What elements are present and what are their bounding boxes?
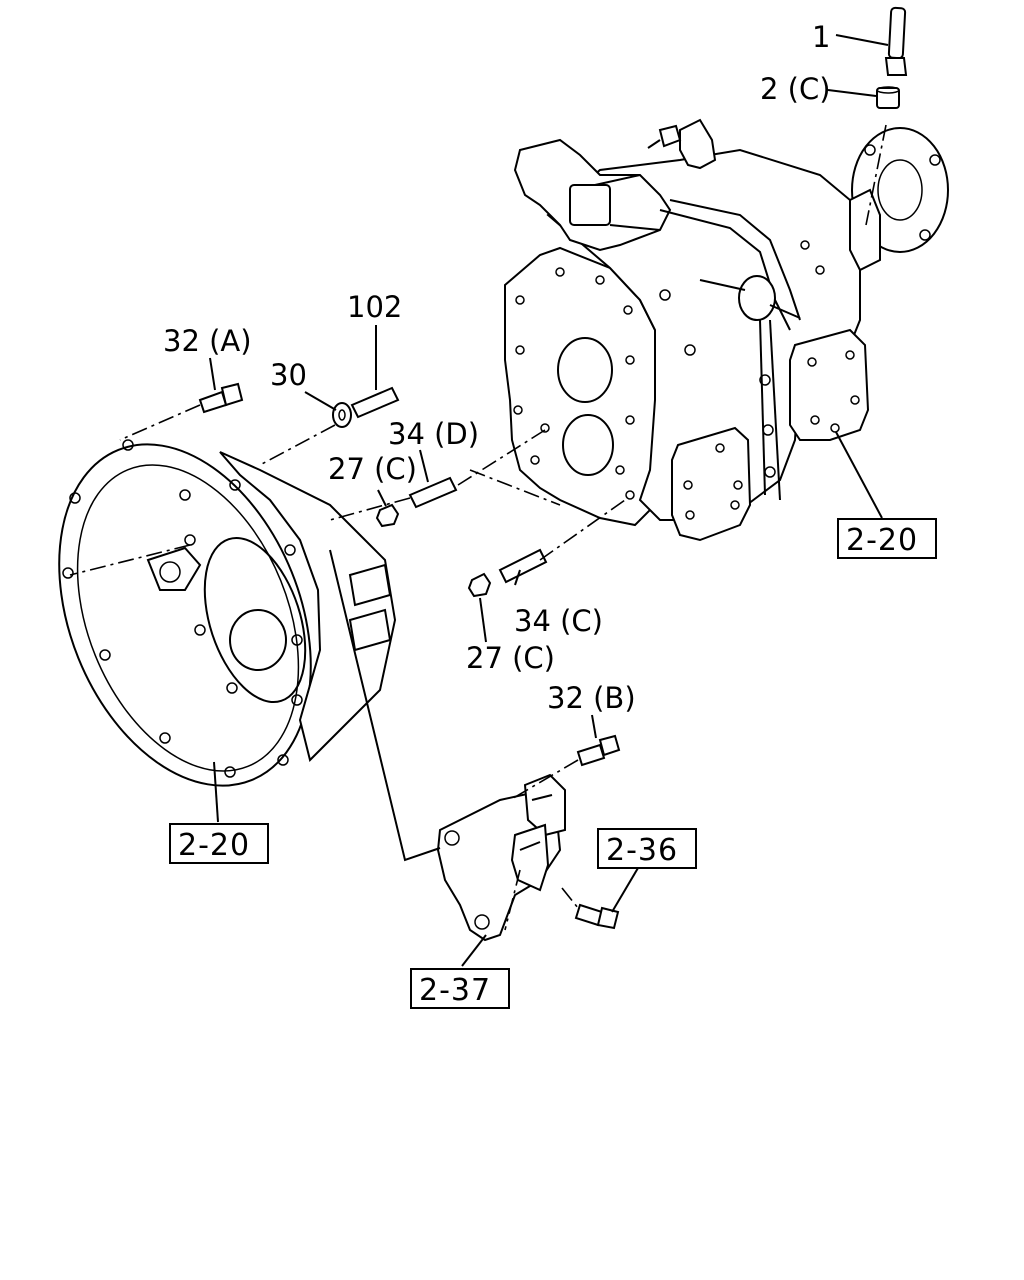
transmission-assembly bbox=[504, 118, 949, 542]
ref-box-237[interactable]: 2-37 bbox=[410, 968, 510, 1009]
callout-34d: 34 (D) bbox=[388, 417, 479, 451]
part-34c-stud bbox=[498, 548, 548, 584]
part-27c-lower-nut bbox=[467, 572, 492, 598]
ref-box-236[interactable]: 2-36 bbox=[597, 828, 697, 869]
part-2c-bushing bbox=[876, 86, 900, 109]
part-30-washer bbox=[332, 402, 352, 428]
part-1-sensor bbox=[884, 6, 908, 76]
part-27c-upper-nut bbox=[375, 503, 400, 528]
callout-102: 102 bbox=[347, 290, 402, 324]
ref-236-text: 2-36 bbox=[606, 833, 678, 868]
callout-2c: 2 (C) bbox=[760, 72, 831, 106]
part-32b-bolt bbox=[576, 734, 621, 767]
callout-34c: 34 (C) bbox=[514, 604, 603, 638]
callout-1: 1 bbox=[812, 20, 830, 54]
leader-lines bbox=[209, 34, 889, 967]
callout-32b: 32 (B) bbox=[547, 681, 636, 715]
ref-left-text: 2-20 bbox=[178, 828, 250, 863]
ref-box-left[interactable]: 2-20 bbox=[169, 823, 269, 864]
part-bracket-bolt bbox=[574, 903, 620, 930]
callout-30: 30 bbox=[270, 358, 307, 392]
clutch-housing bbox=[58, 439, 397, 787]
mounting-bracket bbox=[436, 773, 566, 942]
callout-27c-upper: 27 (C) bbox=[328, 452, 417, 486]
assembly-centerlines bbox=[69, 124, 887, 931]
callout-32a: 32 (A) bbox=[163, 324, 252, 358]
part-34d-stud bbox=[408, 476, 458, 509]
ref-237-text: 2-37 bbox=[419, 973, 491, 1008]
ref-upper-text: 2-20 bbox=[846, 523, 918, 558]
ref-box-upper[interactable]: 2-20 bbox=[837, 518, 937, 559]
callout-27c-lower: 27 (C) bbox=[466, 641, 555, 675]
part-32a-bolt bbox=[198, 382, 244, 414]
part-102-stud bbox=[350, 386, 400, 419]
